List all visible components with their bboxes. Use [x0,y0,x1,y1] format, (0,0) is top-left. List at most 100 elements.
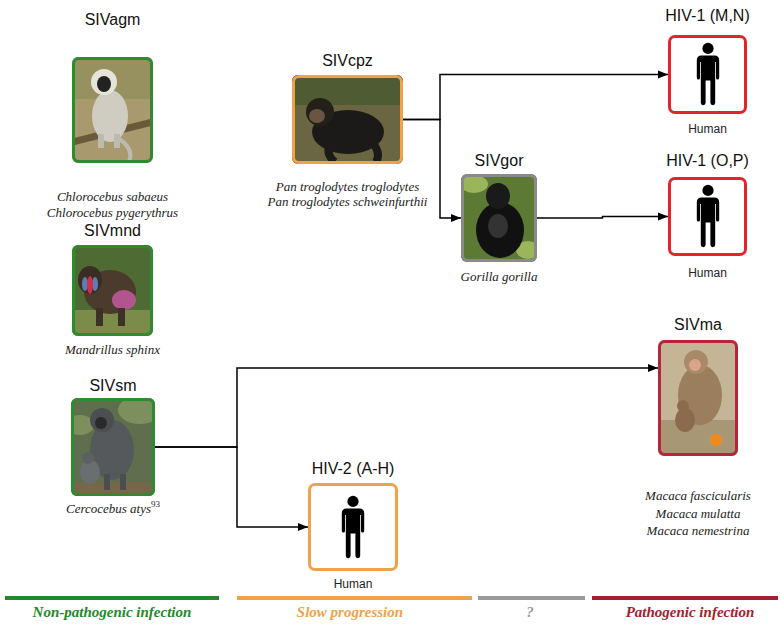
illustration-part [677,400,689,412]
host-name: Human [688,122,727,136]
species-name: Pan troglodytes troglodytes [276,179,419,194]
host-line: Macaca mulatta [656,503,741,522]
host-line: Pan troglodytes troglodytes [276,176,419,195]
virus-name: SIVma [674,315,722,334]
species-name: Cercocebus atys [66,501,151,516]
illustration-part [486,183,510,209]
species-name: Pan troglodytes schweinfurthii [268,194,428,209]
legend-bar [592,596,778,600]
illustration-part [658,340,738,456]
illustration-part [689,359,701,371]
photo-box: HIV-2 (A-H)Human [308,483,398,571]
illustration-part [306,98,334,126]
illustration-part [95,417,107,429]
mandrill-photo [72,245,153,336]
virus-name: SIVgor [475,151,524,170]
host-name: Human [688,266,727,280]
illustration-part [328,140,335,162]
host-name: Human [334,577,373,591]
virus-name: SIVagm [85,10,141,29]
reference-number: 93 [151,499,160,509]
host-line: Gorilla gorilla [461,266,538,285]
illustration-part [118,398,155,424]
illustration-part [72,57,153,163]
illustration-part [114,134,120,148]
legend-bar [237,596,472,600]
species-name: Chlorocebus sabaeus [57,189,168,204]
human-icon [697,43,719,105]
legend-text: ? [526,603,534,621]
virus-name: SIVmnd [84,221,141,240]
illustration-part [72,310,153,336]
photo-box: SIVgorGorilla gorilla [461,174,537,262]
legend-bar [5,596,219,600]
illustration-part [120,474,126,490]
host-line: Human [688,262,727,281]
photo-box: HIV-1 (O,P)Human [668,177,747,256]
photo-box: HIV-1 (M,N)Human [668,35,747,114]
transmission-arrow [403,75,668,120]
species-name: Macaca fascicularis [645,488,751,503]
host-line: Pan troglodytes schweinfurthii [268,191,428,210]
host-line: Macaca nemestrina [647,520,750,539]
illustration-part [96,308,103,326]
host-line: Macaca fascicularis [645,485,751,504]
illustration-part [710,434,722,446]
illustration-part [72,245,153,336]
illustration-part [104,474,110,490]
illustration-part [370,140,378,162]
legend-text: Non-pathogenic infection [33,603,192,621]
illustration-part [87,276,93,294]
host-line: Chlorocebus pygerythrus [47,202,178,221]
macaque-photo [658,340,738,456]
illustration-part [292,75,403,164]
transmission-arrow [155,447,308,527]
illustration-part [78,266,102,294]
species-name: Chlorocebus pygerythrus [47,205,178,220]
virus-name: SIVcpz [322,51,373,70]
illustration-part [82,452,94,464]
host-line: Chlorocebus sabaeus [57,186,168,205]
illustration-part [309,109,325,123]
illustration-part [97,76,111,92]
host-line: Human [334,573,373,592]
virus-name: HIV-1 (M,N) [665,6,749,25]
human-icon [342,496,364,558]
species-name: Mandrillus sphinx [65,342,160,357]
legend-text: Slow progression [297,603,403,621]
photo-box: SIVmndMandrillus sphinx [72,245,153,336]
vervet-photo [72,57,153,163]
illustration-part [292,75,403,105]
photo-box: SIVmaMacaca fascicularisMacaca mulattaMa… [658,340,738,456]
illustration-part [98,134,104,148]
illustration-part [91,69,117,95]
legend-bar [478,596,585,600]
illustration-part [92,90,128,142]
host-line: Mandrillus sphinx [65,339,160,358]
host-line: Human [688,118,727,137]
gorilla-photo [461,174,537,262]
transmission-arrow [155,368,658,447]
host-line: Cercocebus atys93 [66,498,160,517]
mangabey-photo [71,398,155,496]
chimpanzee-photo [292,75,403,164]
photo-box: SIVcpzPan troglodytes troglodytesPan tro… [292,75,403,164]
virus-name: HIV-1 (O,P) [666,151,749,170]
illustration-part [684,350,708,374]
illustration-part [658,420,738,456]
illustration-part [118,308,125,326]
photo-box: SIVsmCercocebus atys93 [71,398,155,496]
species-name: Macaca mulatta [656,506,741,521]
illustration-part [90,408,114,432]
virus-name: SIVsm [89,376,136,395]
species-name: Gorilla gorilla [461,269,538,284]
illustration-part [112,290,136,310]
legend-text: Pathogenic infection [626,603,755,621]
photo-box: SIVagmChlorocebus sabaeusChlorocebus pyg… [72,57,153,163]
human-icon [697,185,719,247]
virus-name: HIV-2 (A-H) [312,459,395,478]
illustration-part [476,202,524,258]
illustration-part [488,214,508,238]
transmission-arrow [537,217,668,219]
